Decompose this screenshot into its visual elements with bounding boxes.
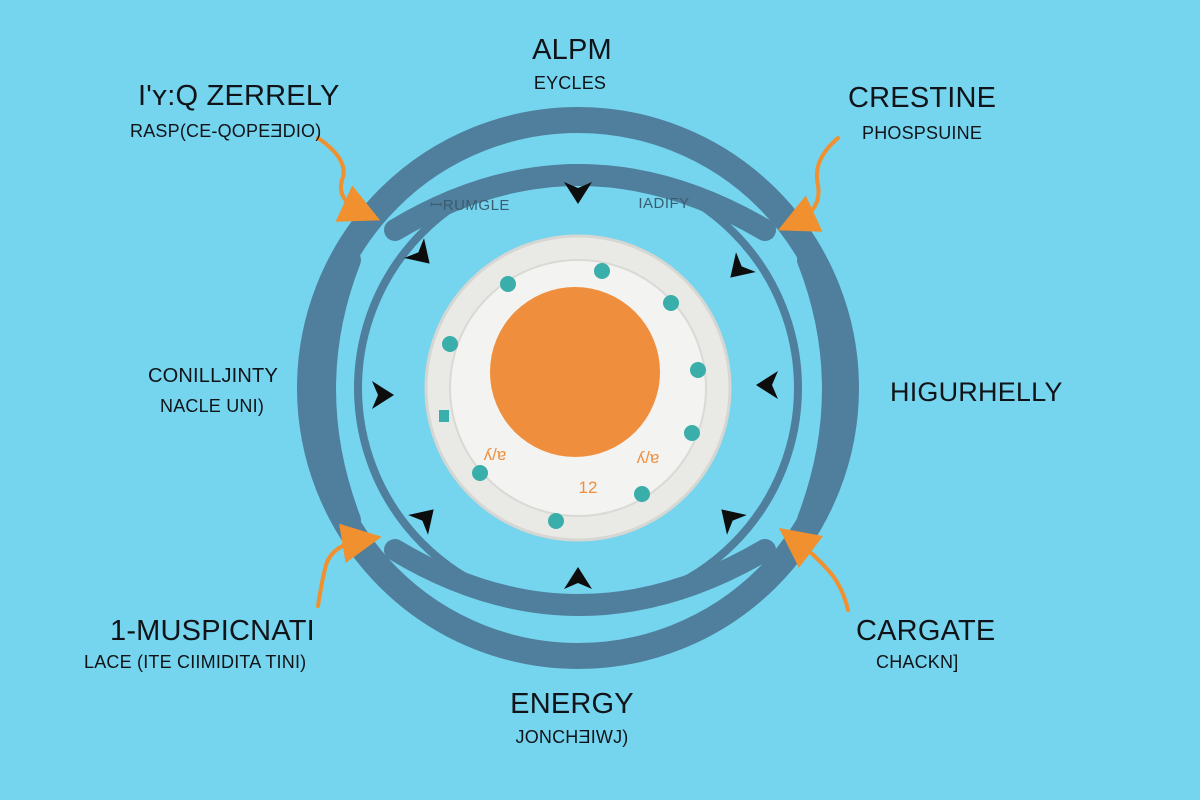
teal-dot-icon (684, 425, 700, 441)
teal-dot-icon (594, 263, 610, 279)
plate-mark-left: ʎ/ɐ (483, 445, 507, 464)
teal-dots (439, 263, 706, 529)
label-top-left-title: I'ʏ:Q ZERRELY (138, 80, 340, 112)
label-bottom-left-subtitle: LACE (ITE CIIMIDITA TINI) (84, 652, 307, 672)
label-top-right-title: CRESTINE (848, 82, 997, 114)
label-right-title: HIGURHELLY (890, 377, 1063, 407)
label-top-title: ALPM (532, 34, 612, 66)
inner-label-upper-right: IADIFY (638, 195, 690, 212)
black-arrows (372, 182, 778, 589)
teal-dot-icon (634, 486, 650, 502)
label-bottom-right-subtitle: CHACKN] (876, 652, 959, 672)
teal-dot-icon (548, 513, 564, 529)
inner-label-upper-left: ꟷRUMGLE (430, 197, 510, 214)
label-bottom-right-title: CARGATE (856, 615, 996, 647)
label-left-title: CONILLJINTY (147, 365, 279, 387)
orange-curved-arrow-icon (316, 136, 381, 222)
black-chevron-arrow-icon (756, 371, 778, 399)
black-chevron-arrow-icon (730, 252, 756, 278)
black-chevron-arrow-icon (408, 509, 434, 535)
orange-curved-arrow-icon (316, 523, 382, 608)
black-chevron-arrow-icon (564, 567, 592, 589)
black-chevron-arrow-icon (564, 182, 592, 204)
orange-curved-arrow-icon (779, 527, 850, 612)
orange-curved-arrow-icon (777, 136, 840, 232)
teal-dot-icon (472, 465, 488, 481)
label-top-subtitle: EYCLES (533, 73, 607, 93)
black-chevron-arrow-icon (404, 238, 430, 264)
orange-arrows (316, 136, 850, 612)
teal-dot-icon (442, 336, 458, 352)
plate-mark-bottom: 12 (578, 478, 598, 497)
black-chevron-arrow-icon (372, 381, 394, 409)
teal-tag-icon (439, 410, 449, 422)
plate-mark-right: ʎ/ɐ (636, 448, 660, 467)
label-left-subtitle: NACLE UNI) (159, 396, 265, 416)
label-top-right-subtitle: PHOSPSUINE (862, 123, 983, 143)
label-bottom-title: ENERGY (510, 688, 634, 720)
label-bottom-left-title: 1-MUSPICNATI (110, 615, 315, 647)
black-chevron-arrow-icon (721, 509, 747, 535)
teal-dot-icon (690, 362, 706, 378)
label-bottom-subtitle: JONCHƎIWJ) (515, 727, 629, 747)
teal-dot-icon (663, 295, 679, 311)
orange-core (490, 287, 660, 457)
center-plate (424, 234, 732, 542)
label-top-left-subtitle: RASP(CE-QOPEƎDIO) (130, 121, 322, 141)
teal-dot-icon (500, 276, 516, 292)
outer-ring (297, 107, 859, 669)
